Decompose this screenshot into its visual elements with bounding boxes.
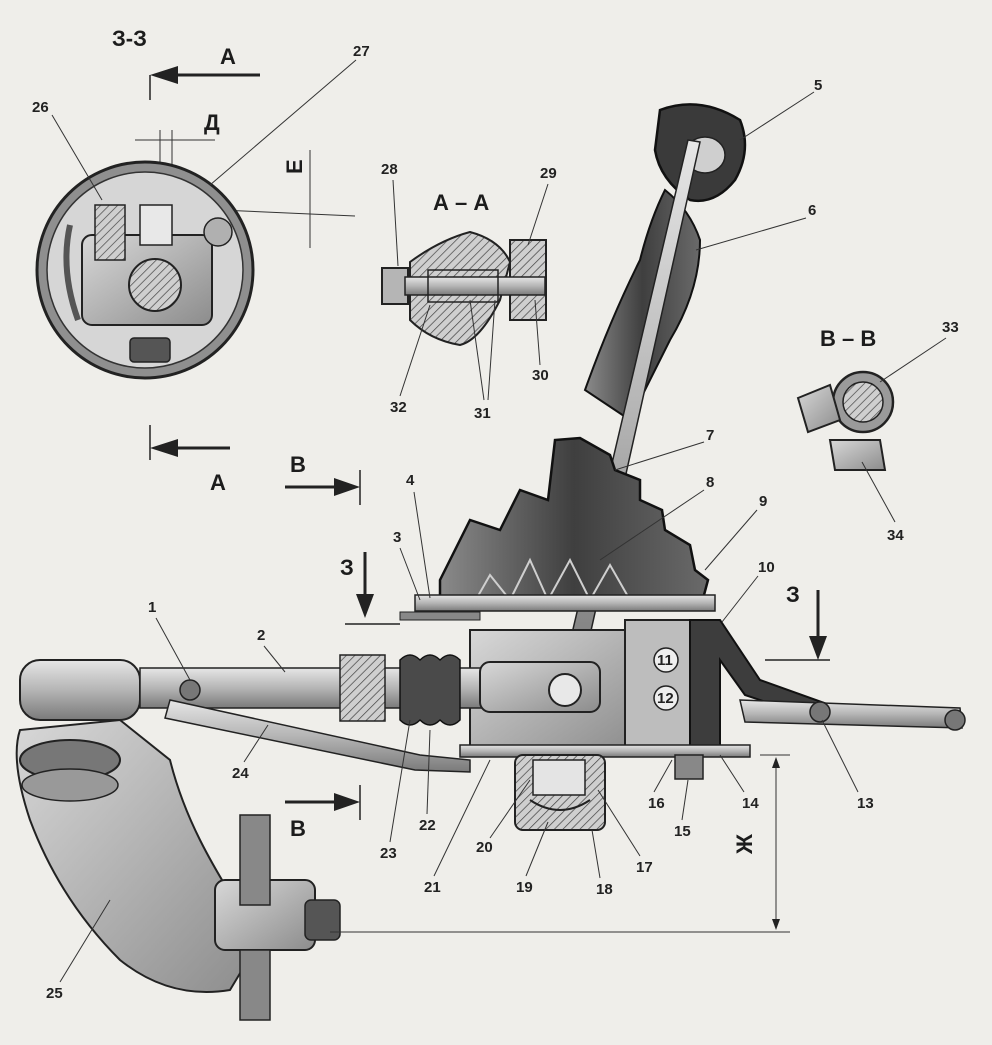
callout-17: 17 bbox=[636, 859, 653, 876]
callout-13: 13 bbox=[857, 795, 874, 812]
callout-5: 5 bbox=[814, 77, 822, 94]
callout-10: 10 bbox=[758, 559, 775, 576]
callout-22: 22 bbox=[419, 817, 436, 834]
boot-retainer-plate bbox=[414, 594, 716, 612]
rod-clamp bbox=[339, 654, 386, 722]
callout-20: 20 bbox=[476, 839, 493, 856]
callout-15: 15 bbox=[674, 823, 691, 840]
view-arrow-a-top bbox=[150, 66, 178, 84]
part-12-marker bbox=[653, 685, 679, 711]
view-arrow-a-bottom bbox=[150, 439, 178, 457]
section-a-a-detail: А – А 28 29 30 31 32 bbox=[381, 161, 557, 422]
section-title-z-z: З-З bbox=[112, 26, 147, 51]
callout-30: 30 bbox=[532, 367, 549, 384]
ball-seat bbox=[532, 759, 586, 796]
view-letter-z-left: З bbox=[340, 555, 354, 580]
clamp-bolt bbox=[94, 204, 126, 261]
callout-29: 29 bbox=[540, 165, 557, 182]
rod-bellows bbox=[399, 654, 461, 726]
mount-nut bbox=[674, 754, 704, 780]
callout-9: 9 bbox=[759, 493, 767, 510]
callout-18: 18 bbox=[596, 881, 613, 898]
callout-1: 1 bbox=[148, 599, 156, 616]
dimension-letter-d: Д bbox=[204, 110, 220, 135]
view-letter-a-bottom: А bbox=[210, 470, 226, 495]
dimension-letter-zh: Ж bbox=[732, 834, 757, 855]
callout-3: 3 bbox=[393, 529, 401, 546]
view-letter-v-top: В bbox=[290, 452, 306, 477]
callout-28: 28 bbox=[381, 161, 398, 178]
shaft-end-nut bbox=[304, 899, 341, 941]
callout-21: 21 bbox=[424, 879, 441, 896]
dimension-letter-e: Е bbox=[282, 159, 307, 174]
callout-25: 25 bbox=[46, 985, 63, 1002]
part-11-marker bbox=[653, 647, 679, 673]
base-plate bbox=[459, 744, 751, 758]
rod-end-boot bbox=[19, 659, 141, 721]
section-title-a-a: А – А bbox=[433, 190, 489, 215]
section-title-v-v: В – В bbox=[820, 326, 876, 351]
callout-8: 8 bbox=[706, 474, 714, 491]
view-letter-z-right: З bbox=[786, 582, 800, 607]
section-z-z-detail: З-З А Д Е 26 27 А bbox=[32, 26, 370, 495]
view-arrow-z-left bbox=[356, 594, 374, 618]
callout-23: 23 bbox=[380, 845, 397, 862]
rod-section bbox=[128, 258, 182, 312]
callout-31: 31 bbox=[474, 405, 491, 422]
callout-26: 26 bbox=[32, 99, 49, 116]
callout-14: 14 bbox=[742, 795, 759, 812]
callout-24: 24 bbox=[232, 765, 249, 782]
callout-4: 4 bbox=[406, 472, 415, 489]
lever-ball-joint bbox=[548, 673, 582, 707]
lever-boot bbox=[438, 436, 710, 612]
clamp-lug bbox=[796, 383, 842, 434]
callout-7: 7 bbox=[706, 427, 714, 444]
callout-2: 2 bbox=[257, 627, 265, 644]
view-letter-v-bottom: В bbox=[290, 816, 306, 841]
callout-34: 34 bbox=[887, 527, 904, 544]
view-arrow-z-right bbox=[809, 636, 827, 660]
main-assembly: В В З З 11 12 bbox=[15, 77, 966, 1021]
hinge-bolt bbox=[404, 276, 546, 296]
view-letter-a-top: А bbox=[220, 44, 236, 69]
callout-27: 27 bbox=[353, 43, 370, 60]
callout-19: 19 bbox=[516, 879, 533, 896]
callout-33: 33 bbox=[942, 319, 959, 336]
mount-bracket-lug bbox=[239, 814, 271, 906]
callout-12: 12 bbox=[657, 690, 674, 707]
rod-coupling bbox=[479, 661, 601, 713]
view-arrow-v-bottom bbox=[334, 793, 360, 811]
section-v-v-detail: В – В 33 34 bbox=[796, 319, 959, 544]
callout-16: 16 bbox=[648, 795, 665, 812]
callout-6: 6 bbox=[808, 202, 816, 219]
clamp-nut bbox=[129, 337, 171, 363]
bolt-head bbox=[381, 267, 409, 305]
callout-11: 11 bbox=[657, 652, 673, 669]
callout-32: 32 bbox=[390, 399, 407, 416]
view-arrow-v-top bbox=[334, 478, 360, 496]
reaction-rod bbox=[164, 699, 471, 773]
clamp-bolt-lower bbox=[828, 439, 887, 471]
